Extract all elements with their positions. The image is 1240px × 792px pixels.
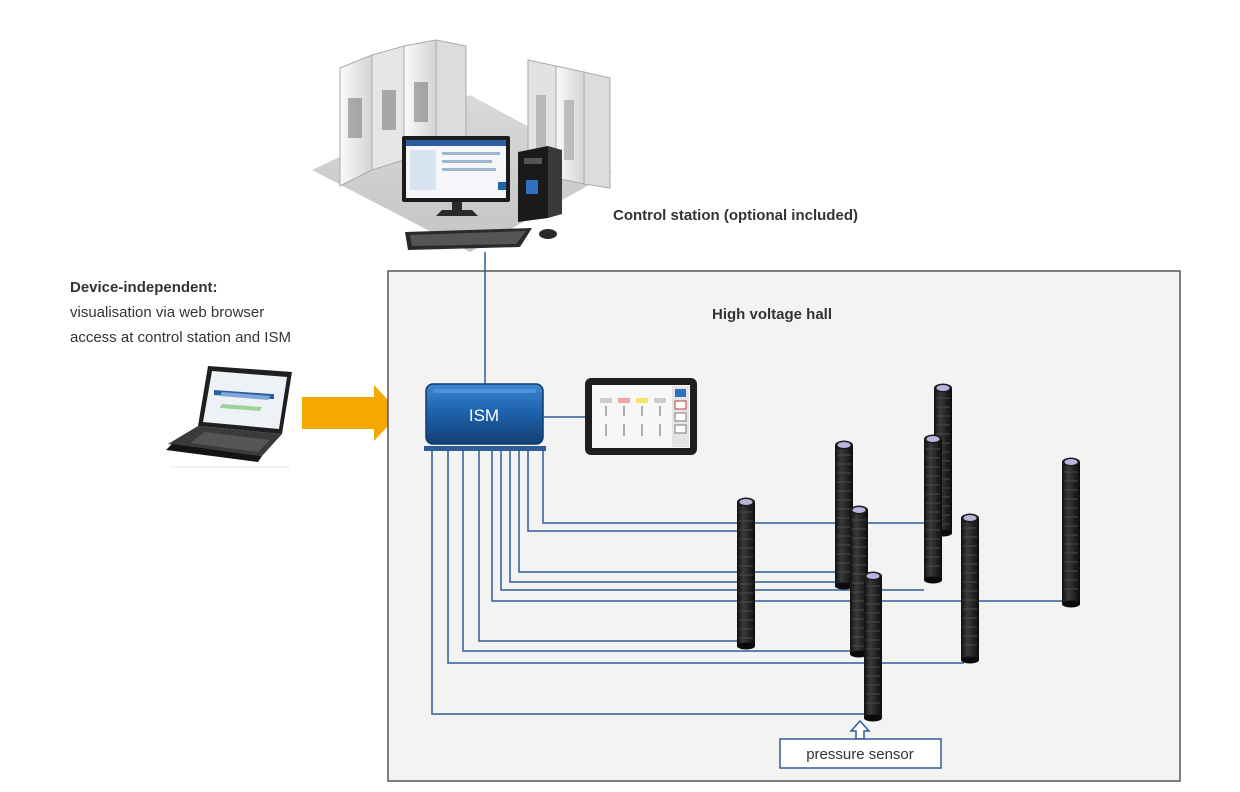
wire-9: [447, 451, 964, 664]
wire-4: [509, 451, 836, 583]
pressure-sensor-column: [961, 513, 979, 664]
wire-10: [431, 451, 866, 715]
ism-unit[interactable]: ISM: [425, 383, 544, 445]
pressure-sensors: [737, 383, 1080, 722]
ism-label: ISM: [469, 406, 499, 425]
pc-tower-icon: [518, 146, 562, 222]
wire-8: [462, 451, 852, 652]
wire-1: [542, 451, 924, 524]
wire-2: [527, 451, 746, 532]
pressure-sensor-column: [1062, 457, 1080, 608]
pressure-sensor-column: [737, 497, 755, 650]
keyboard-icon: [405, 228, 532, 250]
control-station-label: Control station (optional included): [613, 207, 858, 224]
pressure-sensor-label: pressure sensor: [806, 746, 914, 763]
wire-7: [478, 451, 746, 642]
pressure-sensor-column: [850, 505, 868, 658]
wire-3: [518, 451, 836, 573]
mouse-icon: [539, 229, 557, 239]
monitor-icon: [402, 136, 510, 216]
touch-panel-icon: [585, 378, 697, 455]
pressure-sensor-column: [924, 434, 942, 584]
device-independent-heading: Device-independent:: [70, 279, 218, 296]
device-independent-line2: access at control station and ISM: [70, 329, 291, 346]
wire-5: [500, 451, 924, 591]
pressure-sensor-column: [835, 440, 853, 590]
device-independent-line1: visualisation via web browser: [70, 304, 264, 321]
hall-label: High voltage hall: [712, 306, 832, 323]
ism-bus-bar: [424, 446, 546, 451]
pressure-sensor-column: [864, 571, 882, 722]
pressure-sensor-callout-box: [779, 738, 942, 769]
control-station-illustration: [312, 39, 612, 252]
access-arrow: [302, 385, 400, 441]
laptop-icon: [166, 366, 292, 462]
high-voltage-hall-frame: [387, 270, 1181, 782]
